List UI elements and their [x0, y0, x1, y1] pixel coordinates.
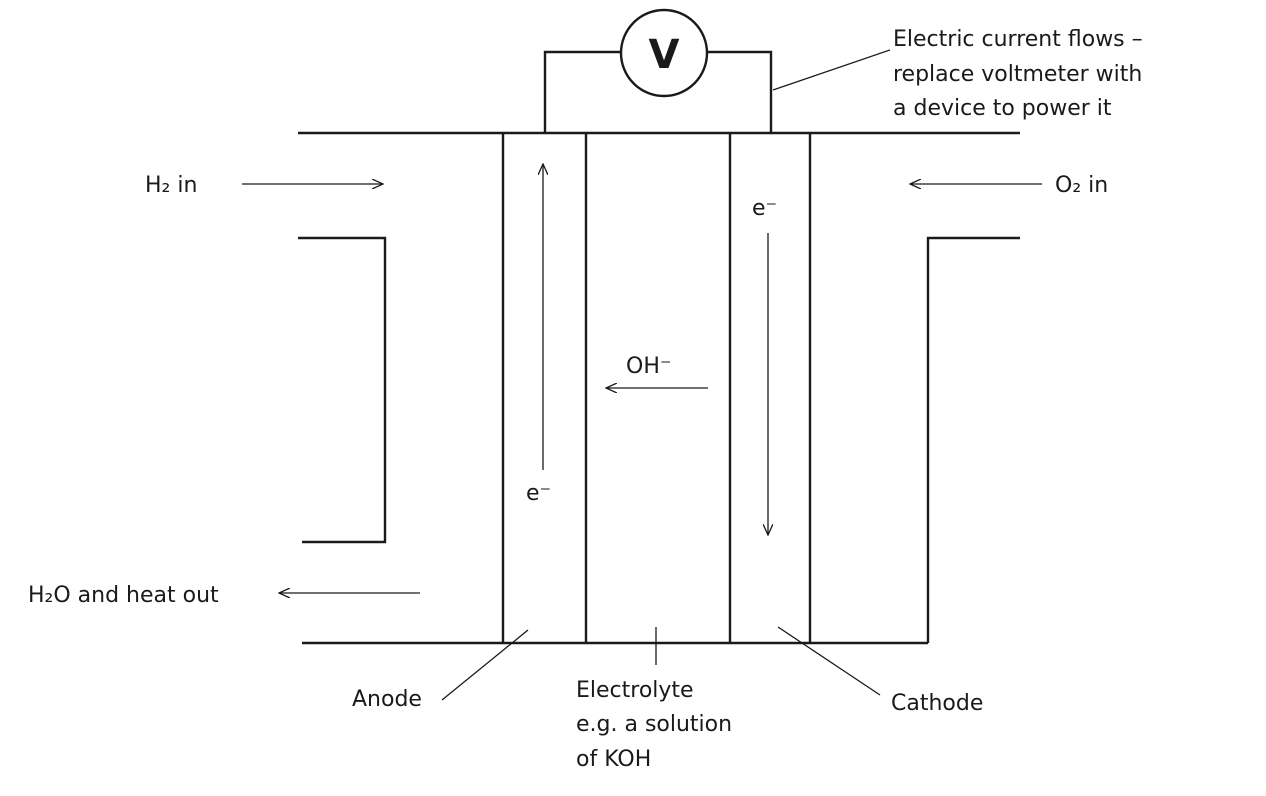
hydrogen-channel-wall	[298, 236, 387, 544]
external-circuit-wire-right	[707, 50, 773, 133]
cathode-electron-label: e⁻	[752, 196, 777, 221]
anode-label: Anode	[352, 687, 422, 712]
current-label-line1: Electric current flows –	[893, 27, 1143, 52]
electrolyte-label-line2: e.g. a solution	[576, 712, 732, 737]
external-circuit-wire	[543, 50, 621, 133]
current-leader-line	[772, 49, 891, 91]
anode-leader-line	[441, 629, 529, 701]
voltmeter-symbol: V	[649, 32, 680, 78]
water-out-label: H₂O and heat out	[28, 583, 219, 608]
voltmeter-circle	[619, 8, 709, 98]
electrolyte-label-line1: Electrolyte	[576, 678, 694, 703]
cathode-leader-line	[777, 626, 881, 696]
hydrogen-in-label: H₂ in	[145, 173, 197, 198]
hydroxide-label: OH⁻	[626, 354, 671, 379]
current-label-line2: replace voltmeter with	[893, 62, 1142, 87]
oxygen-channel-wall	[926, 236, 1020, 643]
electrolyte-label-line3: of KOH	[576, 747, 651, 772]
anode-electron-label: e⁻	[526, 481, 551, 506]
cathode-label: Cathode	[891, 691, 983, 716]
current-label-line3: a device to power it	[893, 96, 1112, 121]
oxygen-in-label: O₂ in	[1055, 173, 1108, 198]
